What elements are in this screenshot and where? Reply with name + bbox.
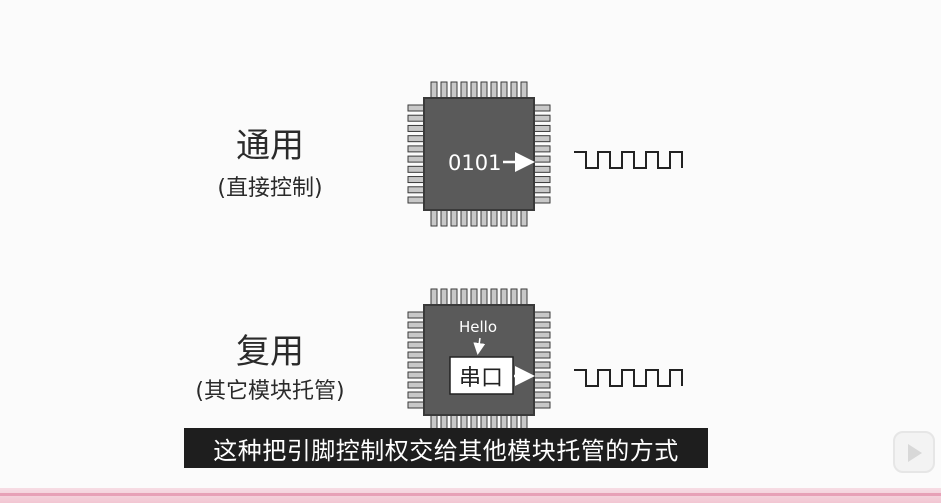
chip-pin	[407, 381, 425, 389]
chip-pin	[407, 176, 425, 184]
chip-pin	[490, 288, 498, 306]
chip-pin	[533, 311, 551, 319]
chip-pin	[407, 165, 425, 173]
chip-pin	[500, 81, 508, 99]
chip-pin	[500, 209, 508, 227]
chip-hello-text: Hello	[459, 318, 497, 336]
chip-pin	[407, 124, 425, 132]
chip-pin	[533, 391, 551, 399]
chip-pin	[510, 209, 518, 227]
chip-pin	[533, 145, 551, 153]
label-general-title: 通用	[236, 126, 304, 166]
caption-bar: 这种把引脚控制权交给其他模块托管的方式	[184, 428, 708, 468]
chip-pin	[407, 155, 425, 163]
chip-pin	[440, 288, 448, 306]
chip-pin	[470, 209, 478, 227]
chip-pin	[490, 209, 498, 227]
chip-pin	[430, 81, 438, 99]
chip-pin	[533, 341, 551, 349]
chip-pin	[533, 331, 551, 339]
chip-pin	[533, 321, 551, 329]
chip-pin	[460, 81, 468, 99]
chip-pin	[470, 81, 478, 99]
caption-text: 这种把引脚控制权交给其他模块托管的方式	[213, 436, 679, 465]
chip-pin	[407, 331, 425, 339]
chip-pin	[533, 371, 551, 379]
chip-pin	[533, 186, 551, 194]
chip-pin	[533, 176, 551, 184]
chip-pin	[470, 288, 478, 306]
uart-module-label: 串口	[459, 366, 503, 391]
chip-binary-text: 0101	[448, 151, 501, 175]
chip-pin	[407, 311, 425, 319]
chip-pin	[510, 81, 518, 99]
chip-pin	[440, 209, 448, 227]
chip-pin	[533, 401, 551, 409]
chip-pin	[407, 196, 425, 204]
chip-pin	[407, 401, 425, 409]
chip-pin	[460, 288, 468, 306]
bilibili-logo-icon	[893, 431, 935, 473]
chip-pin	[533, 155, 551, 163]
chip-pin	[407, 371, 425, 379]
chip-pin	[533, 196, 551, 204]
footer-line	[0, 493, 941, 496]
chip-pin	[520, 209, 528, 227]
chip-pin	[480, 288, 488, 306]
label-general-subtitle: (直接控制)	[217, 176, 323, 201]
chip-pin	[407, 114, 425, 122]
square-wave-icon	[574, 369, 683, 387]
chip-pin	[520, 81, 528, 99]
chip-pin	[430, 209, 438, 227]
arrow-down-icon	[473, 337, 486, 355]
chip-pin	[460, 209, 468, 227]
chip-pin	[533, 361, 551, 369]
chip-multiplex: Hello 串口	[407, 288, 551, 432]
uart-module-box	[449, 356, 514, 395]
chip-pin	[407, 351, 425, 359]
chip-pin	[450, 209, 458, 227]
chip-pin	[407, 135, 425, 143]
chip-pin	[533, 114, 551, 122]
chip-pin	[407, 145, 425, 153]
chip-pin	[533, 381, 551, 389]
chip-pin	[480, 81, 488, 99]
chip-pin	[490, 81, 498, 99]
chip-pin	[450, 81, 458, 99]
chip-pin	[533, 135, 551, 143]
label-multiplex-subtitle: (其它模块托管)	[195, 379, 345, 404]
chip-pin	[450, 288, 458, 306]
chip-pin	[480, 209, 488, 227]
chip-pin	[407, 186, 425, 194]
chip-pin	[407, 361, 425, 369]
chip-pin	[407, 341, 425, 349]
chip-pin	[510, 288, 518, 306]
chip-pin	[533, 104, 551, 112]
chip-pin	[533, 165, 551, 173]
square-wave-icon	[574, 151, 683, 169]
label-multiplex-title: 复用	[236, 332, 304, 372]
chip-pin	[440, 81, 448, 99]
chip-pin	[500, 288, 508, 306]
chip-pin	[520, 288, 528, 306]
chip-general: 0101	[407, 81, 551, 227]
chip-pin	[533, 351, 551, 359]
chip-pin	[407, 104, 425, 112]
chip-pin	[407, 391, 425, 399]
chip-pin	[407, 321, 425, 329]
chip-pin	[533, 124, 551, 132]
chip-pin	[430, 288, 438, 306]
